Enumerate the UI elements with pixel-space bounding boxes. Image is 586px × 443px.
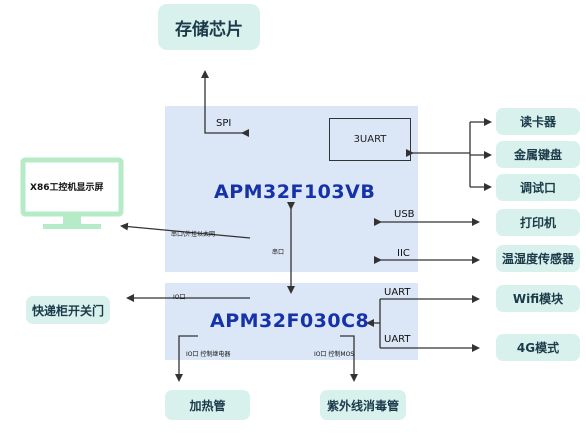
storage-chip-label: 存储芯片 <box>175 19 243 40</box>
mos-line <box>340 335 358 382</box>
debug-port-box: 调试口 <box>496 174 580 201</box>
uv-lamp-label: 紫外线消毒管 <box>326 398 399 413</box>
printer-label: 打印机 <box>519 216 556 230</box>
display-link-line <box>120 222 251 239</box>
metal-keypad-box: 金属键盘 <box>496 141 580 168</box>
uart3-box: 3UART <box>329 118 411 161</box>
temp-humidity-sensor-box: 温湿度传感器 <box>496 245 580 272</box>
temp-humidity-sensor-label: 温湿度传感器 <box>501 252 574 266</box>
heating-label: 加热管 <box>189 398 226 413</box>
relay-line <box>175 335 198 382</box>
heating-box: 加热管 <box>165 390 250 420</box>
locker-label: 快递柜开关门 <box>31 303 104 318</box>
spi-line <box>201 70 249 137</box>
metal-keypad-label: 金属键盘 <box>513 148 562 162</box>
uart-b-label: UART <box>384 334 411 345</box>
storage-chip-box: 存储芯片 <box>158 4 260 50</box>
serial-label: 串口 <box>272 249 285 256</box>
4g-module-label: 4G模式 <box>516 341 560 355</box>
uv-lamp-box: 紫外线消毒管 <box>320 390 406 420</box>
card-reader-label: 读卡器 <box>519 115 556 129</box>
mcu2-title: APM32F030C8 <box>210 310 370 332</box>
iic-label: IIC <box>397 248 410 259</box>
uart-a-label: UART <box>384 287 411 298</box>
wifi-module-box: Wifi模块 <box>496 285 580 312</box>
usb-label: USB <box>394 209 415 220</box>
io-mos-label: IO口 控制MOS <box>314 351 355 358</box>
mcu1-title: APM32F103VB <box>214 181 376 203</box>
uart3-label: 3UART <box>353 134 387 145</box>
io-port-label: IO口 <box>173 294 186 301</box>
locker-box: 快递柜开关门 <box>26 296 110 324</box>
io-relay-label: IO口 控制继电器 <box>186 351 231 358</box>
wifi-module-label: Wifi模块 <box>512 292 564 306</box>
display-link-label: 串口\外挂以太网 <box>171 231 216 238</box>
4g-module-box: 4G模式 <box>496 334 580 361</box>
display-label: X86工控机显示屏 <box>30 183 104 193</box>
spi-label: SPI <box>216 118 232 129</box>
card-reader-box: 读卡器 <box>496 108 580 135</box>
printer-box: 打印机 <box>496 209 580 236</box>
monitor-icon <box>20 157 124 229</box>
debug-port-label: 调试口 <box>519 181 556 195</box>
mcu-apm32f030c8-block <box>165 283 418 360</box>
